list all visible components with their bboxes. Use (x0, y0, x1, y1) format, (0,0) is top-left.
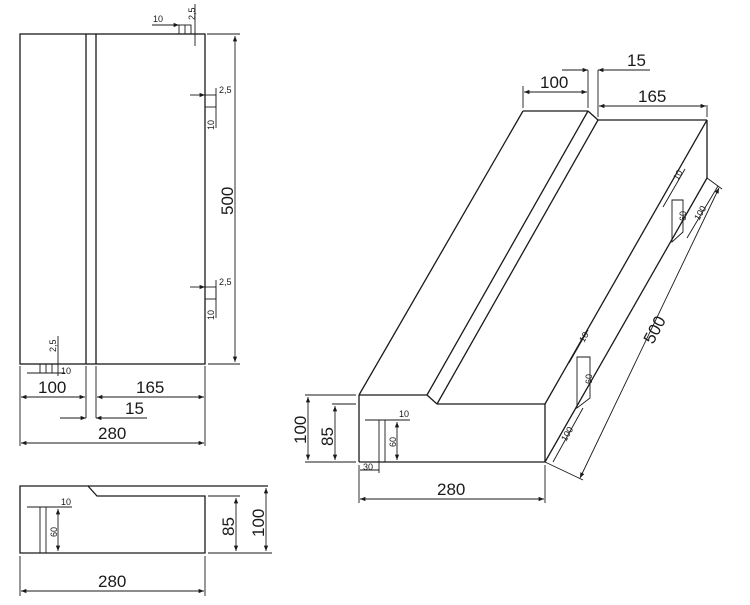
dim-iso-side2-offset: 100 (559, 425, 575, 443)
dim-iso-slot-w: 10 (399, 409, 409, 419)
dim-bl-notch-w: 10 (61, 366, 71, 376)
dim-iso-w-left: 100 (540, 73, 568, 92)
dim-front-total: 280 (98, 572, 126, 591)
dim-iso-side1-h: 60 (678, 211, 688, 221)
dim-iso-groove: 15 (627, 51, 646, 70)
dim-iso-side1-w: 10 (671, 168, 685, 182)
dim-iso-side2-w: 10 (577, 330, 591, 344)
top-view-outline (19, 33, 206, 365)
dim-iso-total: 280 (437, 480, 465, 499)
dim-bl-notch-d: 2,5 (48, 339, 58, 352)
dim-right-notch2-w: 10 (206, 310, 216, 320)
dim-top-notch-w: 10 (153, 14, 163, 24)
dim-width-left: 100 (38, 378, 66, 397)
dim-iso-side2-h: 60 (584, 374, 594, 384)
dim-front-h-low: 85 (219, 517, 238, 536)
dim-front-h-high: 100 (249, 509, 268, 537)
dim-top-notch-d: 2,5 (187, 7, 197, 20)
front-view: 10 60 85 100 280 (19, 485, 272, 596)
dim-width-right: 165 (136, 378, 164, 397)
iso-edge-left-top (358, 110, 524, 396)
dim-length: 500 (218, 187, 237, 215)
front-view-outline (19, 485, 206, 554)
iso-view: 10 60 30 10 60 100 10 60 100 500 100 (291, 51, 723, 503)
dim-total: 280 (98, 424, 126, 443)
iso-front-slot (378, 419, 386, 463)
dim-iso-slot-h: 60 (388, 437, 398, 447)
dim-right-notch1-d: 2,5 (219, 85, 232, 95)
dim-front-slot-w: 10 (61, 497, 71, 507)
front-slot (39, 506, 47, 554)
dim-right-notch1-w: 10 (206, 120, 216, 130)
dim-iso-h-high: 100 (291, 416, 310, 444)
dim-iso-h-low: 85 (318, 427, 337, 446)
right-notch-1 (204, 94, 217, 108)
dim-groove: 15 (125, 399, 144, 418)
dim-right-notch2-d: 2,5 (219, 277, 232, 287)
dim-iso-slot-offset: 30 (363, 462, 373, 472)
right-notch-2 (204, 286, 217, 300)
dim-iso-w-right: 165 (638, 87, 666, 106)
dim-front-slot-h: 60 (49, 527, 59, 537)
dim-iso-length: 500 (640, 313, 670, 347)
top-view: 10 2,5 2,5 10 2,5 10 2,5 10 500 100 (19, 4, 240, 446)
